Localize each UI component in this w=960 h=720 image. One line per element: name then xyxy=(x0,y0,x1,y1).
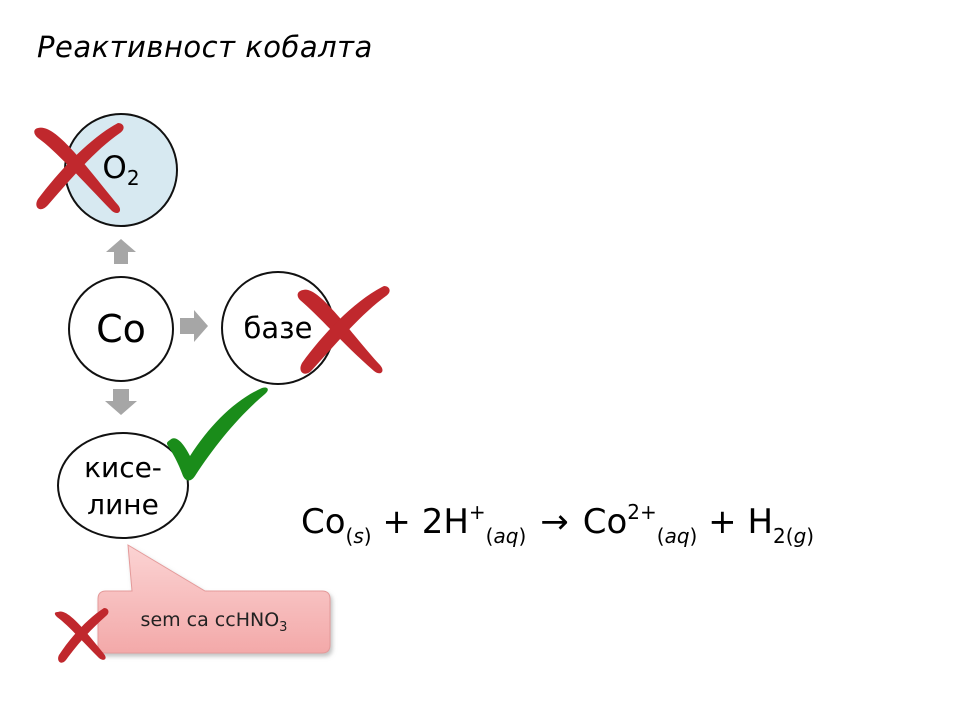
acids-label-line1: кисе- xyxy=(84,450,162,484)
acids-node: кисе- лине xyxy=(57,432,189,539)
reaction-arrow-icon: → xyxy=(540,502,569,542)
callout-note: sem ca ccHNO3 xyxy=(98,591,330,653)
cross-icon xyxy=(34,123,124,214)
bases-node: базе xyxy=(221,271,335,385)
oxygen-label: O2 xyxy=(102,149,140,191)
arrow-down-icon xyxy=(105,389,137,415)
cobalt-node: Co xyxy=(68,276,174,382)
slide-title: Реактивност кобалта xyxy=(37,30,373,64)
cross-icon xyxy=(297,286,390,374)
acids-label-line2: лине xyxy=(87,487,159,521)
callout-text: sem ca ccHNO3 xyxy=(140,609,288,635)
reaction-equation: Co(s) + 2H+(aq)→Co2+(aq) + H2(g) xyxy=(301,500,815,548)
arrow-right-icon xyxy=(180,310,208,342)
arrow-up-icon xyxy=(106,239,136,264)
cross-icon xyxy=(54,608,109,663)
check-icon xyxy=(166,387,268,481)
